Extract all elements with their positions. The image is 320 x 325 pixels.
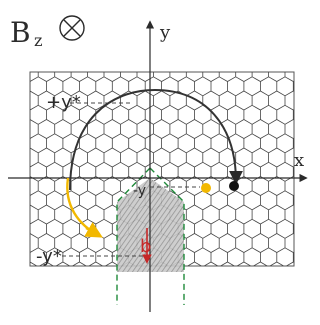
mid-y-label: -y — [133, 183, 146, 199]
b-vector-label: b — [140, 236, 151, 257]
dashed-helpers — [62, 102, 200, 257]
yellow-arrow-segment — [84, 222, 103, 238]
field-label: B — [10, 16, 31, 49]
yellow-trajectory — [66, 177, 101, 238]
field-subscript: z — [34, 31, 42, 50]
orbit-end-dot — [229, 181, 239, 191]
yellow-dot — [201, 183, 211, 193]
green-boundary — [116, 167, 185, 305]
cyclotron-orbit — [69, 88, 243, 191]
into-page-icon — [59, 15, 85, 41]
x-axis-label: x — [294, 150, 304, 171]
y-axis-label: y — [159, 22, 171, 43]
bottom-y-star-label: -y* — [36, 246, 62, 267]
top-y-star-label: +y* — [46, 92, 81, 113]
